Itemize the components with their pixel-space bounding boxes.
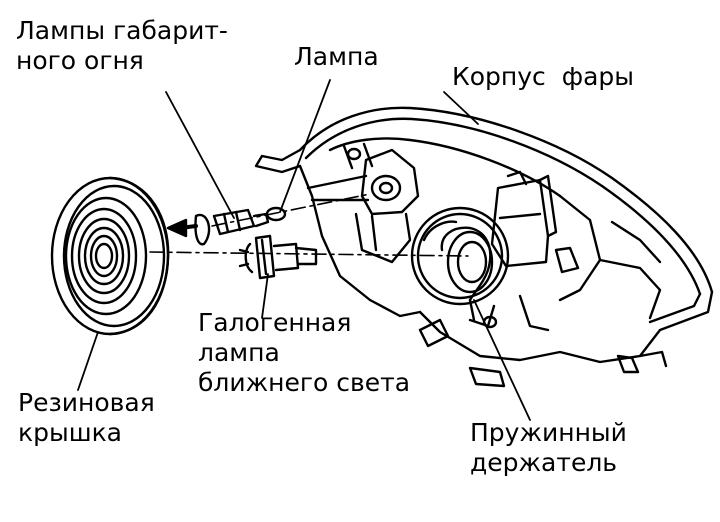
alignment-axes [149, 193, 469, 257]
leader-lamp [279, 79, 331, 213]
halogen-bulb [238, 234, 318, 280]
label-rubber-cap: Резиновая крышка [18, 388, 155, 448]
leader-housing [443, 91, 479, 125]
label-side-lamps-line-1: Лампы габарит- [16, 16, 228, 45]
label-rubber-cap-line-1: Резиновая [18, 388, 155, 417]
label-halogen-line-2: лампа [198, 338, 280, 367]
label-lamp: Лампа [294, 42, 379, 72]
label-side-lamps-line-2: ного огня [16, 46, 144, 75]
headlamp-housing [254, 106, 714, 388]
label-housing-text: Корпус фары [452, 62, 634, 91]
label-side-lamps: Лампы габарит- ного огня [16, 16, 228, 76]
label-spring-holder-line-1: Пружинный [470, 418, 627, 447]
label-rubber-cap-line-2: крышка [18, 418, 123, 447]
label-halogen-line-1: Галогенная [198, 308, 352, 337]
leader-halogen [261, 273, 269, 319]
leader-lines [77, 79, 531, 421]
label-spring-holder: Пружинный держатель [470, 418, 627, 478]
label-lamp-text: Лампа [294, 42, 379, 71]
rubber-cap [50, 176, 170, 336]
leader-side-lamps [165, 91, 235, 219]
leader-spring-holder [473, 299, 531, 421]
side-marker-lamp [166, 206, 287, 246]
leader-rubber-cap [77, 331, 99, 391]
label-halogen-line-3: ближнего света [198, 368, 411, 397]
label-halogen: Галогенная лампа ближнего света [198, 308, 410, 398]
label-spring-holder-line-2: держатель [470, 448, 618, 477]
spring-holder [440, 226, 492, 322]
label-housing: Корпус фары [452, 62, 634, 92]
